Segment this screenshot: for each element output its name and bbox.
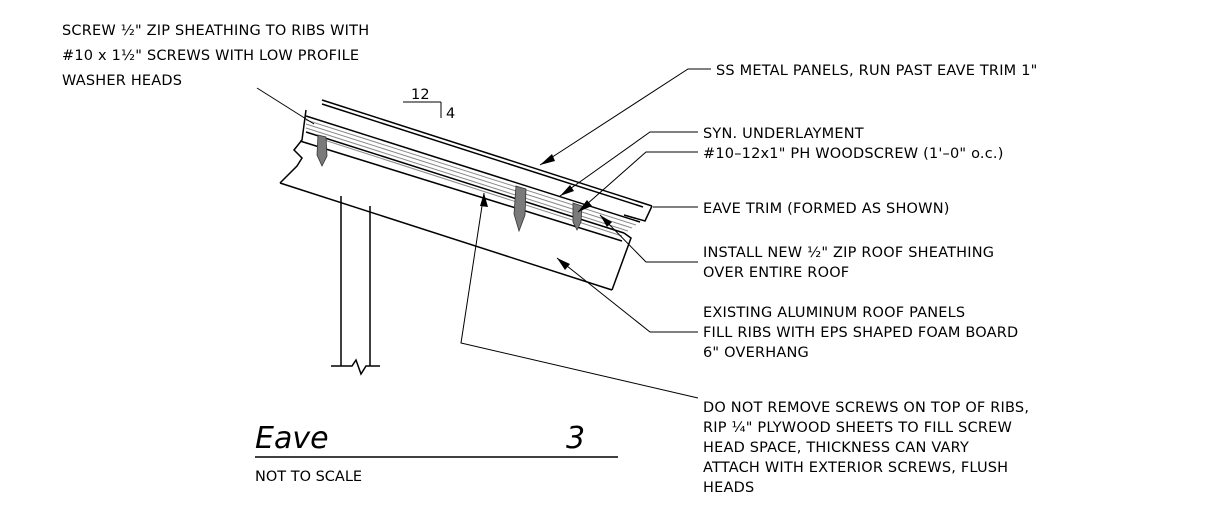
fascia-overhang [611, 232, 632, 291]
roof-assembly [279, 99, 653, 376]
callout-line: OVER ENTIRE ROOF [703, 265, 849, 281]
callout-line: 6" OVERHANG [703, 345, 809, 361]
ss-metal-panel [321, 99, 653, 207]
callout-zip-sheathing: INSTALL NEW ½" ZIP ROOF SHEATHING OVER E… [703, 245, 994, 281]
screw-middle [513, 185, 527, 233]
leader-lines [256, 68, 711, 399]
slope-indicator: 12 4 [403, 87, 455, 122]
callout-line: FILL RIBS WITH EPS SHAPED FOAM BOARD [703, 325, 1018, 341]
callout-screw-zip: SCREW ½" ZIP SHEATHING TO RIBS WITH #10 … [62, 23, 369, 89]
callout-line: HEADS [703, 480, 754, 496]
callout-underlayment: SYN. UNDERLAYMENT [703, 126, 864, 142]
eave-trim [623, 205, 653, 222]
detail-title-name: Eave [255, 421, 329, 456]
callout-line: #10 x 1½" SCREWS WITH LOW PROFILE [62, 48, 359, 64]
roof-underside [279, 182, 613, 291]
callout-eave-trim: EAVE TRIM (FORMED AS SHOWN) [703, 201, 950, 217]
callout-do-not-remove: DO NOT REMOVE SCREWS ON TOP OF RIBS, RIP… [703, 400, 1029, 496]
aluminum-roof-panel [299, 140, 623, 242]
zip-sheathing-bottom [305, 131, 625, 234]
slope-rise: 4 [446, 106, 455, 122]
post-break-line [331, 358, 380, 376]
callout-ss-metal-panels: SS METAL PANELS, RUN PAST EAVE TRIM 1" [716, 63, 1038, 79]
slope-run: 12 [411, 87, 430, 103]
screw-left [316, 134, 328, 167]
callout-line: DO NOT REMOVE SCREWS ON TOP OF RIBS, [703, 400, 1029, 416]
callout-line: SCREW ½" ZIP SHEATHING TO RIBS WITH [62, 23, 369, 39]
callout-line: HEAD SPACE, THICKNESS CAN VARY [703, 440, 969, 456]
detail-title-number: 3 [566, 421, 585, 456]
callout-line: INSTALL NEW ½" ZIP ROOF SHEATHING [703, 245, 994, 261]
detail-title: Eave 3 NOT TO SCALE [255, 421, 618, 485]
callout-line: RIP ¼" PLYWOOD SHEETS TO FILL SCREW [703, 420, 1012, 436]
break-line-left [279, 109, 307, 184]
callout-line: EXISTING ALUMINUM ROOF PANELS [703, 305, 965, 321]
callout-woodscrew: #10–12x1" PH WOODSCREW (1'–0" o.c.) [703, 146, 1004, 162]
callout-aluminum-panels: EXISTING ALUMINUM ROOF PANELS FILL RIBS … [703, 305, 1018, 361]
callout-line: WASHER HEADS [62, 73, 182, 89]
callout-line: ATTACH WITH EXTERIOR SCREWS, FLUSH [703, 460, 1008, 476]
detail-scale-note: NOT TO SCALE [255, 469, 362, 485]
